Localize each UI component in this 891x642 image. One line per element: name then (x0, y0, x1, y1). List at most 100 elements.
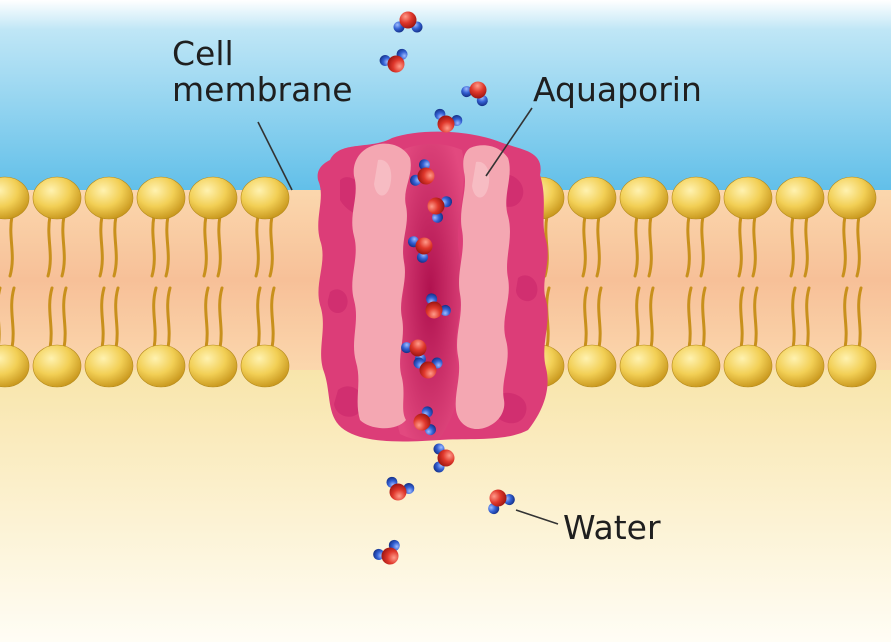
lipid-tail (8, 214, 14, 278)
lipid-tail (595, 214, 601, 278)
lipid-tail (583, 286, 589, 350)
lipid-tails (0, 214, 863, 350)
water-molecule-icon (413, 406, 436, 436)
phospholipid-head (136, 176, 186, 220)
lipid-tail (98, 214, 104, 278)
hydrogen-atom (373, 548, 385, 560)
oxygen-atom (415, 237, 433, 255)
hydrogen-atom (418, 159, 430, 171)
lipid-tail (789, 214, 795, 278)
phospholipid-head (775, 176, 825, 220)
lipid-tail (10, 286, 16, 350)
phospholipid-head (240, 176, 290, 220)
lipid-tail (803, 214, 809, 278)
lipid-tail (597, 286, 603, 350)
oxygen-atom (381, 547, 399, 565)
oxygen-atom (489, 489, 507, 507)
lipid-tail (635, 286, 641, 350)
water-molecule-icon (413, 357, 443, 379)
lipid-tail (256, 286, 262, 350)
phospholipid-head (84, 176, 134, 220)
lipid-tail (152, 286, 158, 350)
hydrogen-atom (432, 211, 444, 223)
lipid-tail (46, 214, 52, 278)
lipid-tail (204, 286, 210, 350)
oxygen-atom (417, 167, 435, 185)
lipid-tail (633, 214, 639, 278)
lipid-tail (114, 286, 120, 350)
lipid-tail (268, 214, 274, 278)
lipid-tail (841, 214, 847, 278)
water-molecule-icon (407, 236, 433, 263)
hydrogen-atom (401, 342, 413, 354)
water-molecule-icon (434, 108, 463, 133)
lipid-tail (701, 286, 707, 350)
lipid-tail (843, 286, 849, 350)
oxygen-atom (425, 301, 443, 319)
phospholipid-head (775, 344, 825, 388)
phospholipid-head (567, 176, 617, 220)
phospholipid-head (671, 344, 721, 388)
lipid-tail (739, 286, 745, 350)
lipid-tail (164, 214, 170, 278)
lipid-tail (687, 286, 693, 350)
lipid-tail (60, 214, 66, 278)
cell-membrane-label-line1: Cell (172, 34, 234, 73)
water-molecule-icon (386, 476, 415, 501)
protein-texture (327, 174, 538, 424)
oxygen-atom (469, 81, 487, 99)
lipid-tail (150, 214, 156, 278)
lipid-tail (254, 214, 260, 278)
water-molecule-icon (409, 159, 435, 186)
phospholipid-head (240, 344, 290, 388)
oxygen-atom (387, 55, 405, 73)
protein-highlight (374, 159, 490, 198)
oxygen-atom (409, 339, 427, 357)
phospholipid-head (671, 176, 721, 220)
lipid-tail (48, 286, 54, 350)
hydrogen-atom (461, 86, 473, 98)
phospholipid-head (567, 344, 617, 388)
hydrogen-atom (439, 304, 451, 316)
phospholipid-head (619, 176, 669, 220)
oxygen-atom (399, 11, 417, 29)
lipid-tail (100, 286, 106, 350)
lipid-tail (699, 214, 705, 278)
phospholipid-head (827, 344, 877, 388)
phospholipid-head (136, 344, 186, 388)
lipid-tail (581, 214, 587, 278)
aquaporin-protein-icon (317, 131, 548, 442)
water-label: Water (563, 508, 661, 547)
hydrogen-atom (416, 251, 428, 263)
lipid-tail (647, 214, 653, 278)
phospholipid-head (188, 344, 238, 388)
oxygen-atom (437, 449, 455, 467)
lipid-tail (270, 286, 276, 350)
oxygen-atom (389, 483, 407, 501)
aquaporin-leader-line (485, 107, 533, 177)
lipid-tail (685, 214, 691, 278)
water-molecule-icon (379, 48, 408, 73)
phospholipid-head (827, 176, 877, 220)
phospholipid-head (84, 344, 134, 388)
oxygen-atom (437, 115, 455, 133)
water-molecule-icon (425, 293, 451, 319)
phospholipid-head (0, 344, 30, 388)
oxygen-atom (413, 413, 431, 431)
phospholipid-head (32, 344, 82, 388)
cell-membrane-label-line2: membrane (172, 70, 353, 109)
lipid-tail (166, 286, 172, 350)
water-molecules (373, 11, 515, 565)
lipid-tail (791, 286, 797, 350)
water-molecule-icon (393, 11, 423, 33)
aquaporin-label: Aquaporin (533, 70, 702, 109)
oxygen-atom (419, 361, 437, 379)
protein-left-helix (352, 143, 411, 429)
lipid-tail (753, 286, 759, 350)
cell-membrane-label: Cell membrane (172, 36, 353, 108)
lipid-tail (857, 286, 863, 350)
water-molecule-icon (427, 196, 453, 223)
lipid-tail (751, 214, 757, 278)
lipid-tail (216, 214, 222, 278)
